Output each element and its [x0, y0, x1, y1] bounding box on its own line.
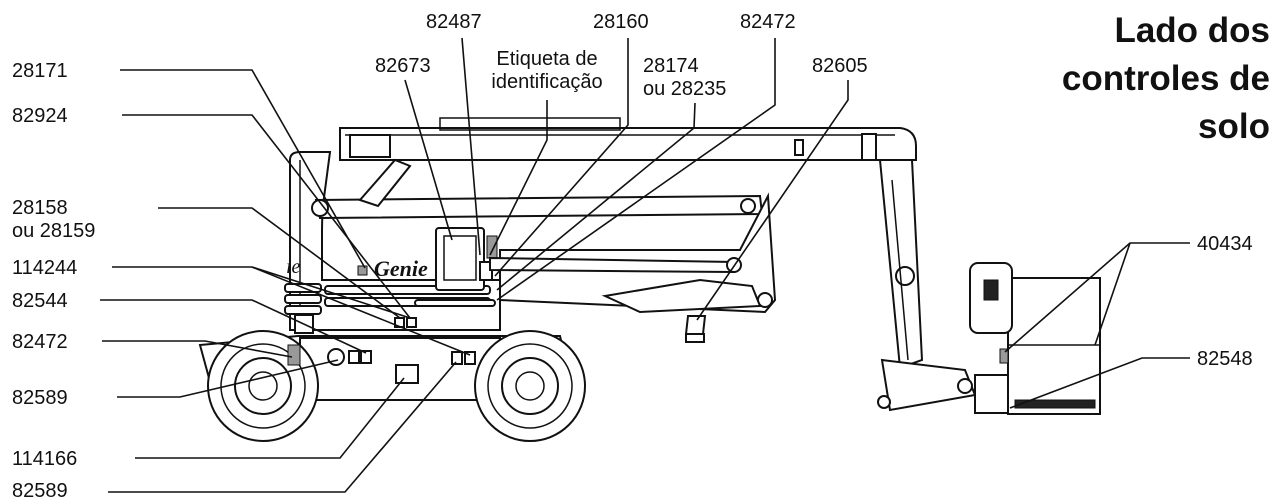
leader-82472-top	[496, 38, 776, 301]
leader-28171	[120, 69, 366, 269]
label-82589-bottom: 82589	[12, 480, 68, 497]
model-mark: ie	[286, 256, 301, 278]
jib-pivot	[957, 378, 973, 394]
leader-82673	[404, 79, 453, 241]
jib-pivot	[895, 266, 915, 286]
brand-logo: Genie	[374, 256, 428, 281]
decal-82544	[360, 350, 372, 364]
leader-etiqueta	[489, 100, 548, 256]
boom-clamp	[794, 139, 804, 156]
label-82924: 82924	[12, 105, 68, 127]
title-line-1: Lado dos	[1114, 11, 1270, 50]
label-82605: 82605	[812, 55, 868, 77]
right-wheel-rim	[501, 357, 559, 415]
label-82589-mid: 82589	[12, 387, 68, 409]
label-28160: 28160	[593, 11, 649, 33]
label-28158: 28158	[12, 197, 68, 219]
label-114244: 114244	[12, 257, 77, 279]
label-ou-28235: ou 28235	[643, 78, 726, 100]
leader-28160	[494, 38, 629, 277]
leader-82924	[122, 114, 411, 319]
right-wheel-hub	[515, 371, 545, 401]
machine-illustration: Genie ie	[198, 117, 1101, 442]
leader-28158	[158, 207, 401, 319]
label-82472-top: 82472	[740, 11, 796, 33]
hose-tray	[439, 117, 621, 131]
lift-cylinder	[358, 158, 412, 208]
vent-slot	[284, 294, 322, 304]
decal-82487	[486, 235, 498, 259]
leader-114244-b	[251, 266, 471, 356]
jib-pivot	[877, 395, 891, 409]
leader-lines	[100, 37, 1190, 493]
right-wheel-tread	[487, 343, 573, 429]
leader-82548	[1009, 357, 1190, 409]
platform-basket	[1007, 277, 1101, 415]
jib-cylinder	[891, 179, 909, 361]
label-28171: 28171	[12, 60, 68, 82]
vent-slot	[414, 299, 496, 307]
platform-toeboard-stripe	[1014, 399, 1096, 409]
leader-82589-bottom	[108, 361, 457, 493]
label-114166: 114166	[12, 448, 77, 470]
decal-40434	[999, 348, 1009, 364]
boom-end-cap	[349, 134, 391, 158]
leader-82605	[696, 80, 849, 321]
left-wheel-hub	[248, 371, 278, 401]
label-82487: 82487	[426, 11, 482, 33]
vent-slot	[284, 305, 322, 315]
leader-40434-b	[1094, 242, 1131, 346]
upper-boom	[339, 127, 917, 161]
label-82472-left: 82472	[12, 331, 68, 353]
label-82548: 82548	[1197, 348, 1253, 370]
label-ou-28159: ou 28159	[12, 220, 95, 242]
decal-114244-b	[464, 351, 476, 365]
counter-plate	[601, 278, 762, 314]
label-82673: 82673	[375, 55, 431, 77]
decal-82589	[348, 350, 360, 364]
decal-114166	[395, 364, 419, 384]
jib-arm	[878, 159, 924, 370]
leader-82544	[100, 299, 367, 354]
label-etiqueta: Etiqueta de	[496, 48, 597, 70]
left-wheel-rim	[234, 357, 292, 415]
boom-clamp	[861, 133, 877, 161]
leader-82589-mid	[117, 359, 339, 398]
ground-control-panel	[443, 235, 477, 281]
boom-pivot	[740, 198, 756, 214]
label-40434: 40434	[1197, 233, 1253, 255]
leader-28174	[496, 102, 696, 291]
ground-control-box	[435, 227, 485, 291]
boom-pivot	[311, 199, 329, 217]
decal-holder	[685, 333, 705, 343]
label-82544: 82544	[12, 290, 68, 312]
decal-82589-b	[451, 351, 463, 365]
left-wheel-tread	[220, 343, 306, 429]
decal-114244	[406, 317, 417, 328]
decal-82472	[287, 344, 301, 366]
decal-82605	[684, 315, 707, 335]
title-line-2: controles de	[1062, 59, 1270, 98]
decal-28171	[357, 265, 368, 276]
leader-82487	[461, 37, 481, 256]
title-line-3: solo	[1198, 107, 1270, 146]
label-identificacao: identificação	[491, 71, 602, 93]
callout-labels: 28171 82924 28158 ou 28159 114244 82544 …	[12, 11, 1253, 497]
leader-82472-left	[102, 340, 293, 358]
leader-114166	[135, 377, 405, 459]
label-28174: 28174	[643, 55, 699, 77]
platform-joystick	[983, 279, 999, 301]
